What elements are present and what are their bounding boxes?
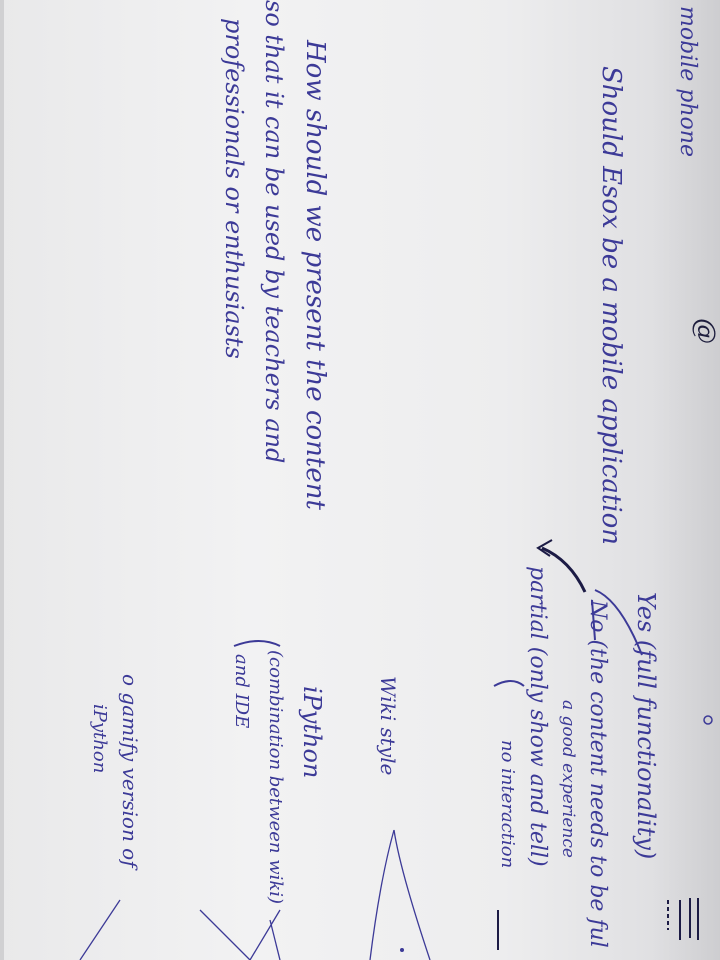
option-partial: partial (only show and tell) (525, 566, 550, 867)
at-symbol: @ (690, 318, 720, 344)
sketch-fan-2 (369, 829, 395, 960)
arrow-to-partial (541, 546, 587, 593)
sketch-fan-5 (199, 909, 251, 960)
presentation-question-line3: professionals or enthusiasts (220, 18, 248, 359)
small-dot (400, 948, 404, 952)
paper-shadow (650, 0, 720, 960)
presentation-question-line1: How should we present the content (300, 40, 330, 510)
brace-partial (493, 680, 525, 687)
idea-combination-line1: (combination between wiki) (265, 650, 286, 905)
idea-ipython: iPython (298, 686, 326, 779)
small-circle (703, 715, 713, 725)
idea-combination-line2: and IDE (231, 654, 252, 729)
arrowhead-partial (536, 539, 553, 557)
option-no-subnote: a good experience (558, 700, 578, 858)
brace-comb (233, 640, 281, 647)
option-yes: Yes (full functionality) (632, 592, 660, 860)
sketch-fan-3 (249, 909, 281, 960)
option-partial-subnote: no interaction (497, 740, 518, 869)
presentation-question-line2: so that it can be used by teachers and (260, 0, 288, 464)
idea-gamify-line2: iPython (89, 704, 110, 774)
idea-gamify-line1: o gamify version of (118, 674, 142, 868)
idea-wiki-style: Wiki style (376, 676, 400, 776)
arrow-to-no (591, 599, 596, 641)
sketch-fan-6 (79, 899, 121, 960)
arrow-to-yes (594, 589, 643, 656)
heading-mobile-phone: mobile phone (675, 6, 700, 157)
page-edge (0, 0, 4, 960)
sketch-fan-4 (269, 919, 281, 960)
question-mobile-app: Should Esox be a mobile application (596, 66, 626, 546)
sketch-fan-1 (393, 829, 431, 960)
option-no: No (the content needs to be ful (585, 600, 610, 948)
